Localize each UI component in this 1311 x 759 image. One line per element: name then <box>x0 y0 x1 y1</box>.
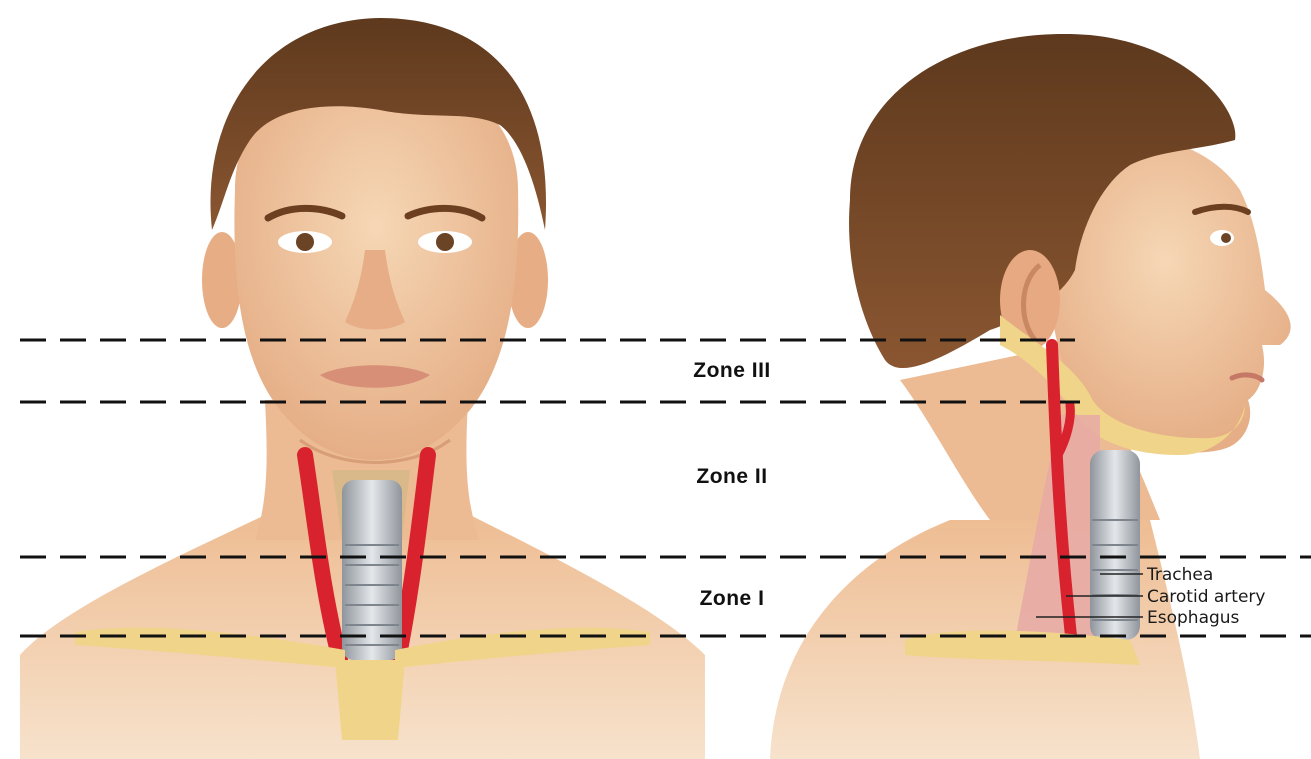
structure-labels: Trachea Carotid artery Esophagus <box>1146 565 1265 628</box>
zone-labels: Zone III Zone II Zone I <box>693 359 771 610</box>
carotid-artery-label: Carotid artery <box>1147 587 1265 607</box>
front-right-iris <box>436 233 454 251</box>
zone-1-label: Zone I <box>700 587 765 610</box>
front-left-iris <box>296 233 314 251</box>
zone-3-label: Zone III <box>693 359 771 382</box>
front-trachea <box>342 480 402 660</box>
zone-2-label: Zone II <box>696 465 767 488</box>
side-view-figure <box>770 34 1291 759</box>
front-view-figure <box>20 18 705 759</box>
front-sternum <box>335 660 405 740</box>
trachea-label: Trachea <box>1146 565 1213 585</box>
side-iris <box>1221 233 1231 243</box>
esophagus-label: Esophagus <box>1147 608 1240 628</box>
